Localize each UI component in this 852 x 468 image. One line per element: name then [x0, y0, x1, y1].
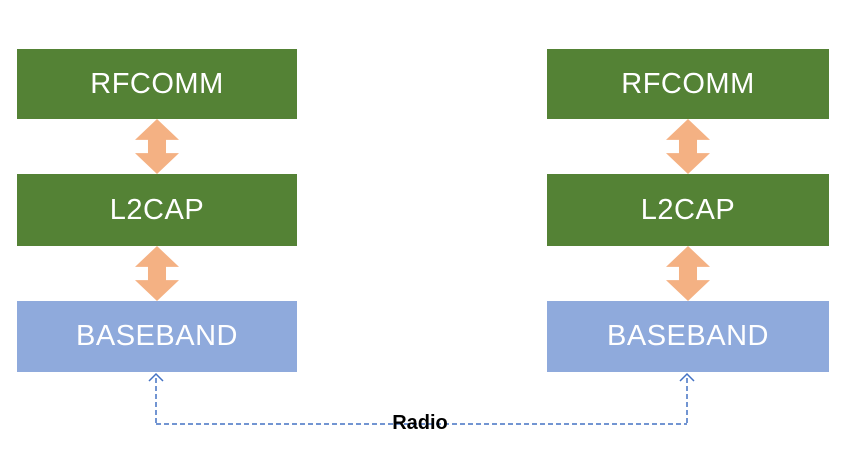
arrowhead-up-right-icon: [679, 372, 695, 382]
up-down-arrow-icon: [135, 246, 179, 301]
layer-label: RFCOMM: [90, 67, 224, 100]
radio-label: Radio: [392, 412, 448, 434]
up-down-arrow-icon: [666, 246, 710, 301]
layer-label: RFCOMM: [621, 67, 755, 100]
layer-box-rfcomm-left: RFCOMM: [17, 49, 297, 119]
layer-label: BASEBAND: [607, 320, 769, 352]
layer-box-l2cap-right: L2CAP: [547, 174, 829, 246]
arrowhead-up-left-icon: [148, 372, 164, 382]
up-down-arrow-icon: [666, 119, 710, 174]
layer-box-l2cap-left: L2CAP: [17, 174, 297, 246]
layer-box-baseband-right: BASEBAND: [547, 301, 829, 372]
up-down-arrow-icon: [135, 119, 179, 174]
layer-label: BASEBAND: [76, 320, 238, 352]
layer-label: L2CAP: [640, 193, 736, 226]
layer-box-rfcomm-right: RFCOMM: [547, 49, 829, 119]
layer-label: L2CAP: [109, 193, 205, 226]
layer-box-baseband-left: BASEBAND: [17, 301, 297, 372]
